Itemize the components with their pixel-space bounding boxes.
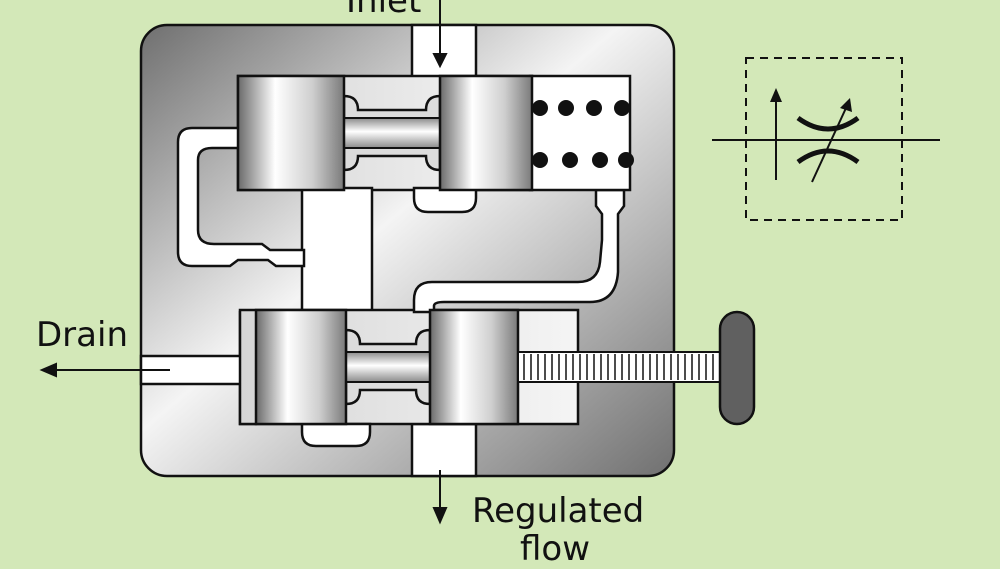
adjustment-screw [517,351,725,383]
pressure-compensated-flow-control-valve-diagram [39,0,940,525]
spring-chamber [528,74,632,192]
throttle-spool-land-left [254,308,348,426]
throttle-spool [254,308,520,426]
flow-label: flow [520,529,591,569]
adjustment-knob-icon[interactable] [718,310,756,426]
compensator-spool [236,74,534,192]
outlet-port [410,422,478,478]
left-pilot-passage [176,126,306,268]
outlet-arrow-icon [432,470,448,525]
lower-bypass-passage [300,422,372,448]
inlet-port [410,23,478,79]
throttle-spool-land-right [428,308,520,426]
compensator-spool-land-left [236,74,346,192]
inlet-arrow-icon [432,0,448,69]
upper-bypass-passage [412,186,478,214]
drain-arrow-icon [39,362,170,378]
central-passage [300,186,374,314]
regulated-label: Regulated [472,491,645,531]
drain-label: Drain [36,315,128,355]
inlet-label: Inlet [346,0,422,21]
adjustable-restrictor-symbol-icon [712,57,940,221]
compensator-spool-land-right [438,74,534,192]
spring-dots-icon [532,100,634,168]
